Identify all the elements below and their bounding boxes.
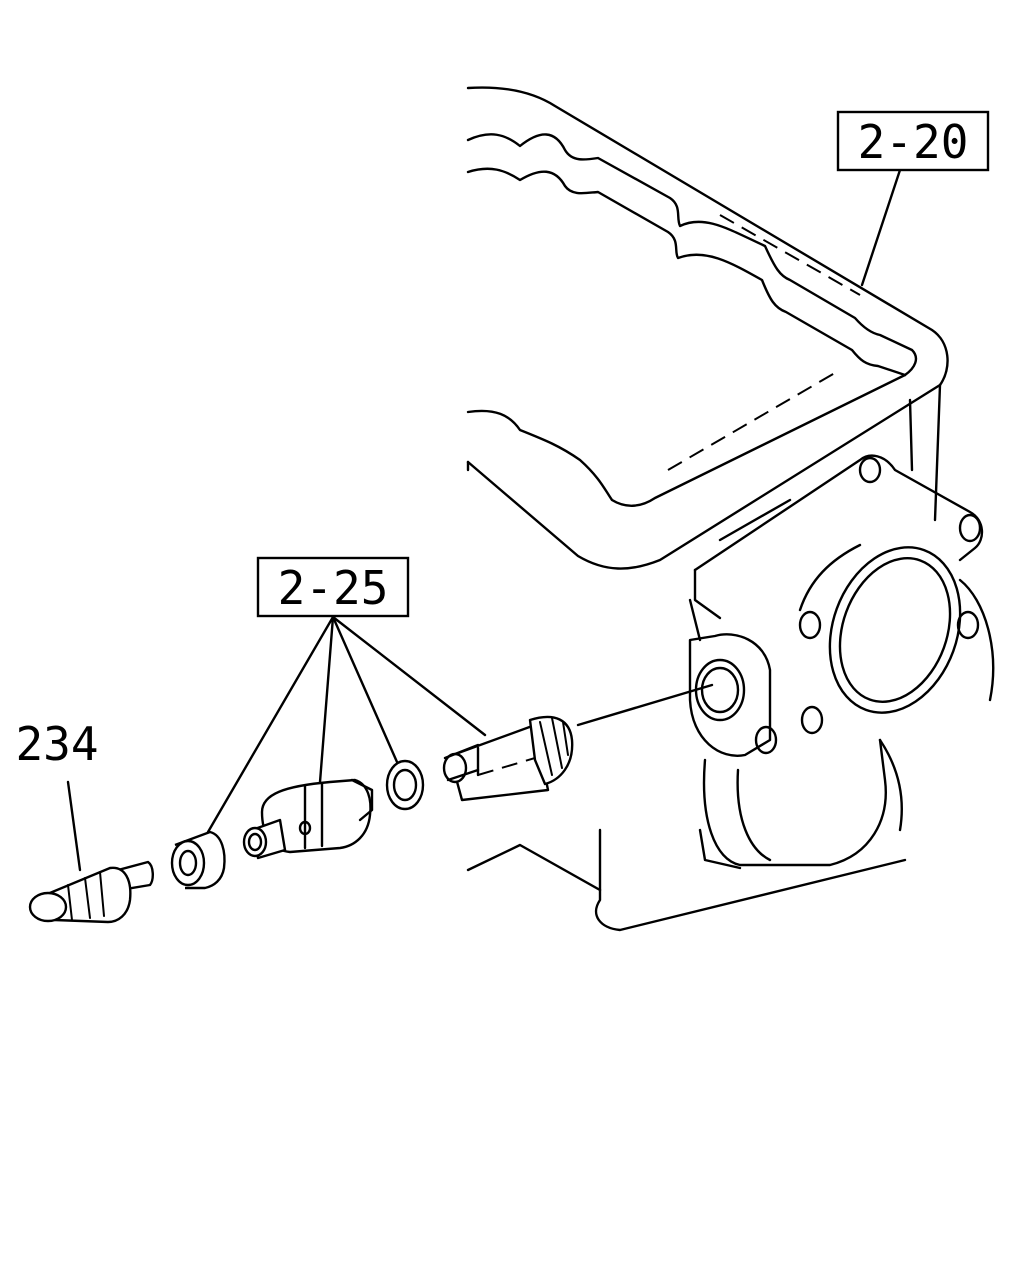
gear-leader-line	[576, 683, 714, 727]
callout-2-25-text: 2-25	[278, 561, 389, 615]
speed-sensor	[28, 860, 154, 924]
leaders-2-25	[206, 615, 487, 834]
callout-2-25[interactable]: 2-25	[256, 556, 410, 618]
transmission-case	[466, 86, 995, 932]
bushing	[170, 830, 226, 890]
callout-2-20-text: 2-20	[858, 115, 969, 169]
callout-234-text[interactable]: 234	[15, 717, 98, 771]
o-ring	[385, 759, 425, 811]
leader-2-20	[860, 168, 902, 287]
sleeve	[242, 778, 374, 860]
leader-234	[66, 780, 82, 872]
driven-gear-shaft	[442, 715, 574, 802]
callout-2-20[interactable]: 2-20	[836, 110, 990, 172]
